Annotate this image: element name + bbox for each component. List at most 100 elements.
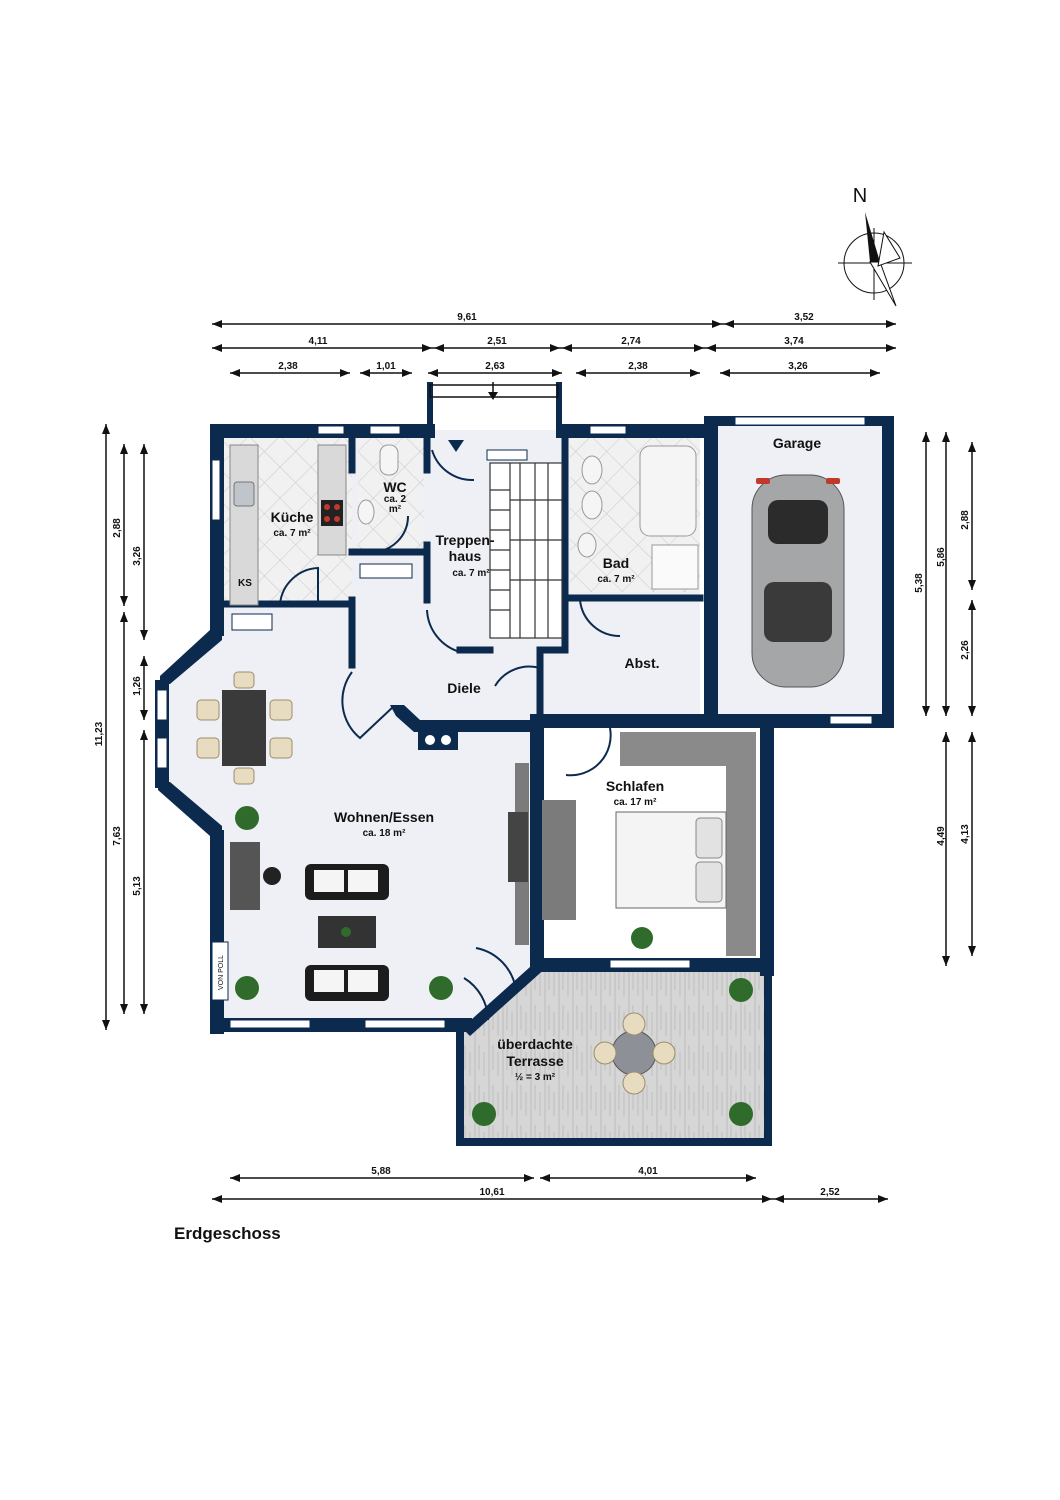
window [231,613,273,631]
room-label-garage: Garage [773,435,821,451]
dimensions-left: 11,23 2,88 3,26 1,26 7,63 5,13 [94,424,148,1030]
room-label-schlafen: Schlafen [606,778,664,794]
company-logo: VON POLL [211,941,229,1001]
room-area-kueche: ca. 7 m² [273,528,311,539]
dim-left-l5: 7,63 [112,826,123,846]
window [156,737,168,769]
plant-icon [631,927,653,949]
dimensions-top: 9,61 3,52 4,11 2,51 2,74 3,74 2,38 1,01 … [212,312,896,377]
wardrobe [620,732,756,766]
dim-right-r6: 4,13 [960,824,971,844]
plant-icon [729,1102,753,1126]
plant-icon [429,976,453,1000]
wardrobe [726,766,756,956]
window [364,1019,446,1029]
dim-right-r5: 4,49 [936,826,947,846]
dim-right-r2: 5,86 [936,547,947,567]
window [359,563,413,579]
window [317,425,345,435]
floor-name: Erdgeschoss [174,1224,281,1243]
chimney-icon [418,730,458,750]
window [829,715,873,725]
windows [156,384,873,1029]
room-area-wc-line1: ca. 2 [384,494,407,505]
room-label-wohnen: Wohnen/Essen [334,809,434,825]
entrance-arrow-icon [448,440,464,452]
dim-top-d10: 2,38 [628,361,648,372]
logo-text: VON POLL [218,955,225,990]
room-area-wc-line2: m² [389,504,402,515]
bathtub-icon [639,445,697,537]
entrance-arrow-icon [488,392,498,400]
window [211,459,221,521]
toilet-icon [379,444,399,476]
dim-top-d2: 3,52 [794,312,814,323]
plant-icon [235,976,259,1000]
plant-icon [472,1102,496,1126]
plant-icon [341,927,351,937]
dim-bottom-b1: 5,88 [371,1166,391,1177]
dim-bottom-b2: 4,01 [638,1166,658,1177]
dim-top-d5: 2,74 [621,336,641,347]
tv-icon [508,812,528,882]
room-area-wohnen: ca. 18 m² [363,828,406,839]
dim-left-l3: 3,26 [132,546,143,566]
interior-walls [218,428,704,732]
dim-top-d9: 2,63 [485,361,505,372]
room-label-terrasse-line2: Terrasse [506,1053,564,1069]
room-label-kueche: Küche [271,509,314,525]
room-label-abst: Abst. [625,655,660,671]
window [589,425,627,435]
room-label-treppenhaus-line1: Treppen- [435,532,494,548]
dim-right-r4: 2,26 [960,640,971,660]
stove-icon [321,500,343,526]
dim-top-d1: 9,61 [457,312,477,323]
dimensions-right: 5,38 5,86 2,88 2,26 4,49 4,13 [914,432,976,966]
room-label-bad: Bad [603,555,629,571]
desk-chair [263,867,281,885]
room-area-treppenhaus: ca. 7 m² [452,568,490,579]
dim-left-l4: 1,26 [132,676,143,696]
kitchen-counter [229,444,259,606]
window [734,416,866,426]
dresser [542,800,576,920]
bidet-icon [581,455,603,485]
window [609,959,691,969]
dim-right-r3: 2,88 [960,510,971,530]
doors [279,449,621,1021]
north-compass-icon: N [838,185,912,307]
staircase [489,462,563,639]
furniture [196,382,845,1126]
toilet-icon [581,490,603,520]
fixture-label-ks: KS [238,578,252,589]
dim-top-d7: 2,38 [278,361,298,372]
window [229,1019,311,1029]
kitchen-sink-icon [233,481,255,507]
dim-top-d11: 3,26 [788,361,808,372]
room-label-diele: Diele [447,680,481,696]
dining-table [222,690,266,766]
dim-top-d6: 3,74 [784,336,804,347]
room-area-terrasse: ½ = 3 m² [515,1072,556,1083]
dim-left-l2: 2,88 [112,518,123,538]
bath-sink-icon [577,532,597,558]
desk [230,842,260,910]
compass-north-label: N [853,185,867,207]
dim-top-d8: 1,01 [376,361,396,372]
room-labels: Küche ca. 7 m² KS WC ca. 2 m² Treppen- h… [238,435,821,1083]
window [486,449,528,461]
dim-left-l1: 11,23 [94,721,105,746]
room-label-terrasse-line1: überdachte [497,1036,573,1052]
dim-top-d4: 2,51 [487,336,507,347]
room-label-treppenhaus-line2: haus [449,548,482,564]
dimensions-bottom: 5,88 4,01 10,61 2,52 [212,1166,888,1203]
window [156,689,168,721]
window [369,425,401,435]
wc-sink-icon [357,499,375,525]
car-icon [751,474,845,688]
terrace-table [611,1030,657,1076]
plant-icon [729,978,753,1002]
dim-right-r1: 5,38 [914,573,925,593]
dim-left-l6: 5,13 [132,876,143,896]
